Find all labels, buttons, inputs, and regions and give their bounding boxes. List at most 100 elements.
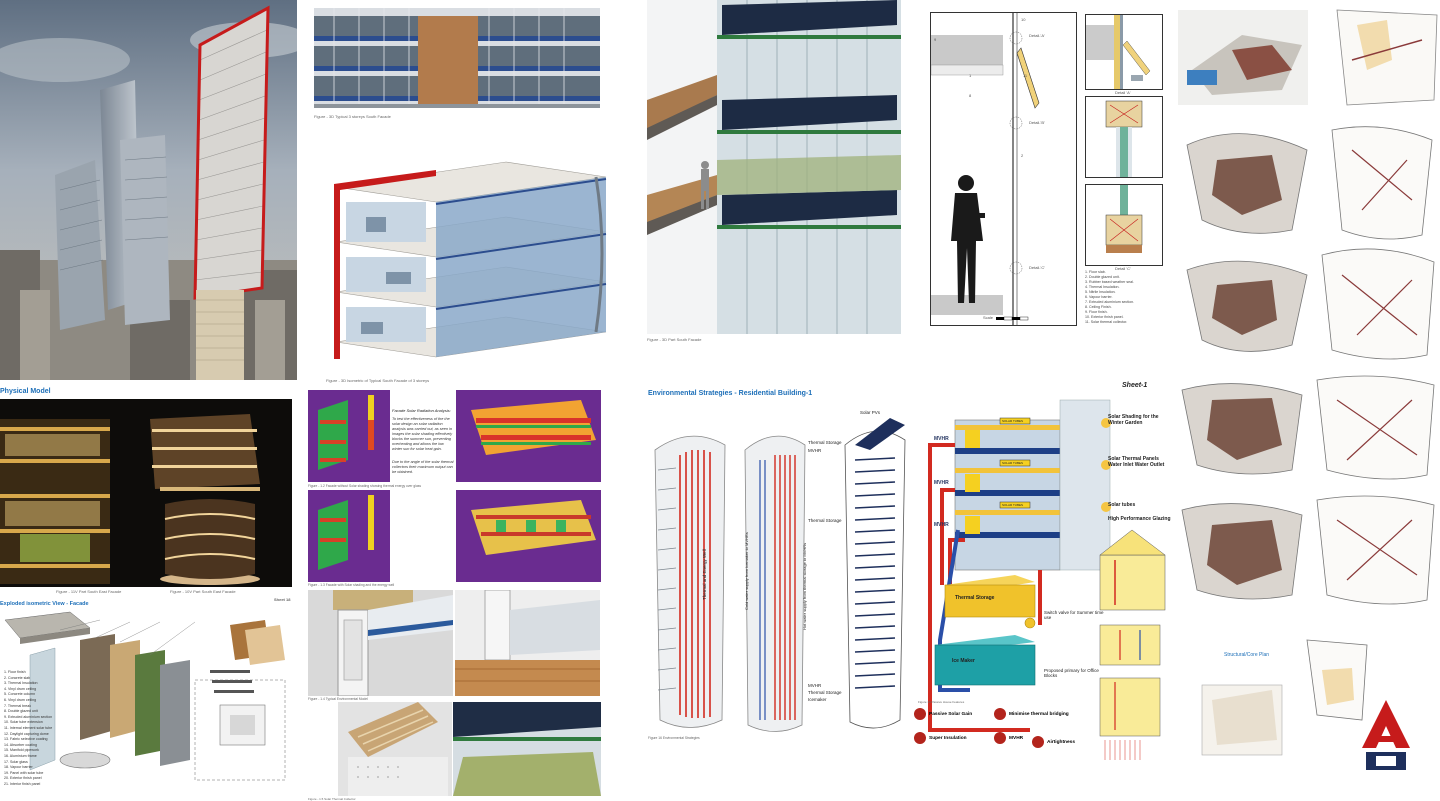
caption-facade-perspective: Figure - 3D Part South Facade xyxy=(647,337,702,342)
solar-analysis-panel-4 xyxy=(456,490,601,582)
label-primary: Proposed primary for Office Blocks xyxy=(1044,668,1099,678)
exploded-legend-item: 21. Interior finish panel xyxy=(4,781,41,786)
solar-analysis-panel-1 xyxy=(308,390,390,482)
insulation-icon xyxy=(914,732,926,744)
solar-analysis-title: Facade Solar Radiation Analysis: xyxy=(392,408,451,413)
exploded-legend-item: 3. Thermal Insulation xyxy=(4,681,38,686)
structural-plan-title: Structural/Core Plan xyxy=(1224,652,1270,658)
detail-b-label: Detail-'B' xyxy=(1029,120,1045,125)
detail-legend: 1. Floor slab. 2. Double glazed unit. 3.… xyxy=(1085,270,1165,325)
mvhr-icon xyxy=(994,732,1006,744)
legend-item: 4. Thermal Insulation. xyxy=(1085,285,1120,289)
solar-tubes-tag: SOLAR TUBES xyxy=(1002,461,1023,465)
isometric-section xyxy=(326,132,608,372)
sheet-left-label: Sheet 18 xyxy=(274,597,291,602)
mvhr-tag: MVHR xyxy=(934,480,949,486)
caption-elevation: Figure - 3D Typical 3 storeys South Faca… xyxy=(314,114,391,119)
exploded-legend-item: 16. Aluminium frame xyxy=(4,753,37,758)
env-tower2-label: Cold water supply from Icemaker to MVHRs xyxy=(744,532,749,610)
env-storage-mid: Thermal Storage xyxy=(808,518,842,523)
exploded-legend-item: 19. Panel with solar tube xyxy=(4,770,44,775)
solar-analysis-body: To test the effectiveness of the the sol… xyxy=(392,417,453,451)
legend-item: 3. Rubber based weather seal. xyxy=(1085,280,1134,284)
solar-analysis-panel-2 xyxy=(456,390,601,482)
num-10: 10 xyxy=(1021,17,1026,22)
label-ice-maker: Ice Maker xyxy=(952,658,975,664)
facade-elevation xyxy=(314,8,600,108)
legend-item: 6. Vapour barrier. xyxy=(1085,295,1113,299)
solar-analysis-panel-3 xyxy=(308,490,390,582)
feature-super-insulation: Super Insulation xyxy=(914,732,967,744)
legend-item: 7. Extruded aluminium section. xyxy=(1085,300,1135,304)
label-switch: Switch valve for Summer time use xyxy=(1044,610,1104,620)
solar-analysis-body2: Due to the angle of the solar thermal co… xyxy=(392,460,454,474)
physical-model-photo xyxy=(0,399,292,587)
caption-isometric: Figure - 3D Isometric of Typical South F… xyxy=(326,378,430,383)
exploded-legend-item: 1. Floor finish xyxy=(4,670,26,674)
detail-a-label: Detail-'A' xyxy=(1029,33,1045,38)
collector-render-2 xyxy=(453,702,601,796)
solar-tubes-tag: SOLAR TUBES xyxy=(1002,503,1023,507)
detail-view-a-label: Detail 'A' xyxy=(1115,90,1131,95)
feature-airtightness: Airtightness xyxy=(1032,736,1075,748)
label-panels: Solar Thermal Panels Water Inlet Water O… xyxy=(1108,456,1165,468)
caption-env-sheet: Figure 16 Passive House Features xyxy=(918,700,965,704)
legend-item: 1. Floor slab. xyxy=(1085,270,1106,274)
label-glazing: High Performance Glazing xyxy=(1108,516,1171,522)
caption-solar-2: Figure - 1.3 Facade with Solar shading a… xyxy=(308,583,395,587)
mvhr-tag: MVHR xyxy=(934,436,949,442)
exploded-legend-item: 18. Vapour barrier xyxy=(4,765,33,770)
solar-analysis-text: Facade Solar Radiation Analysis: To test… xyxy=(392,408,454,475)
feature-mvhr: MVHR xyxy=(994,732,1023,744)
caption-solar-1: Figure - 1.2 Facade without Solar shadin… xyxy=(308,484,422,488)
architecture-logo xyxy=(1362,700,1410,770)
section-detail-drawing: Detail-'A' Detail-'B' Detail-'C' Scale 1… xyxy=(930,12,1077,326)
exploded-legend-item: 8. Double glazed unit xyxy=(4,709,38,714)
exploded-legend-item: 20. Exterior finish panel xyxy=(4,776,42,781)
exploded-legend-item: 13. Fabric selective coating xyxy=(4,737,48,742)
physical-model-title: Physical Model xyxy=(0,388,51,395)
passive-features: Passive Solar Gain Minimise thermal brid… xyxy=(914,708,1084,798)
exploded-legend-item: 2. Concrete slab xyxy=(4,675,31,680)
legend-item: 8. Ceiling Finish. xyxy=(1085,305,1112,309)
num-1: 1 xyxy=(969,73,972,78)
airtight-icon xyxy=(1032,736,1044,748)
env-tower2-label2: Hot water supply from thermal storage to… xyxy=(802,542,807,630)
legend-item: 10. Exterior finish panel. xyxy=(1085,315,1124,319)
num-8: 8 xyxy=(969,93,972,98)
legend-item: 2. Double glazed unit. xyxy=(1085,275,1120,279)
exploded-legend-item: 15. Manifold pipework xyxy=(4,748,39,753)
collector-render-1 xyxy=(338,702,452,796)
legend-item: 11. Solar thermal collector. xyxy=(1085,320,1128,324)
exploded-legend: 1. Floor finish 2. Concrete slab 3. Ther… xyxy=(4,670,94,787)
tower-photomontage xyxy=(0,0,297,380)
exploded-isometric: 1. Floor finish 2. Concrete slab 3. Ther… xyxy=(0,610,292,800)
caption-detail-1: Figure - 1.4 Typical Environmental Model xyxy=(308,697,368,701)
label-shading: Solar Shading for the Winter Garden xyxy=(1108,414,1159,426)
env-solar-pvs: Solar PVs xyxy=(860,410,881,415)
caption-model-left: Figure - 11V Part South East Facade xyxy=(56,589,122,594)
scale-label: Scale xyxy=(983,315,994,320)
exploded-legend-item: 4. Vinyl drum ceiling xyxy=(4,686,37,691)
label-thermal-storage: Thermal Storage xyxy=(955,595,995,601)
solar-tubes-tag: SOLAR TUBES xyxy=(1002,419,1023,423)
num-2: 2 xyxy=(1021,153,1024,158)
sheet-label: Sheet-1 xyxy=(1122,382,1148,389)
sun-icon xyxy=(914,708,926,720)
exploded-legend-item: 17. Solar glass xyxy=(4,759,28,764)
mvhr-tag: MVHR xyxy=(934,522,949,528)
caption-env: Figure 16 Environmental Strategies xyxy=(648,736,700,740)
label-tubes: Solar tubes xyxy=(1108,502,1136,508)
exploded-legend-item: 6. Vinyl drum ceiling xyxy=(4,697,37,702)
bridge-icon xyxy=(994,708,1006,720)
detail-c-box xyxy=(1085,184,1163,266)
window-detail-render-1 xyxy=(308,590,453,696)
window-detail-render-2 xyxy=(455,590,600,696)
exploded-legend-item: 11. Internal element solar tube xyxy=(4,725,53,730)
caption-detail-2: Figure - 1.5 Solar Thermal Collector xyxy=(308,797,356,801)
legend-item: 9. Floor finish. xyxy=(1085,310,1108,314)
env-facade-diagram: Solar Shading for the Winter Garden Sola… xyxy=(910,390,1172,800)
detail-view-c-label: Detail 'C' xyxy=(1115,266,1131,271)
exploded-legend-item: 12. Daylight capturing dome xyxy=(4,731,49,736)
env-storage-bot: Thermal Storage xyxy=(808,690,842,695)
